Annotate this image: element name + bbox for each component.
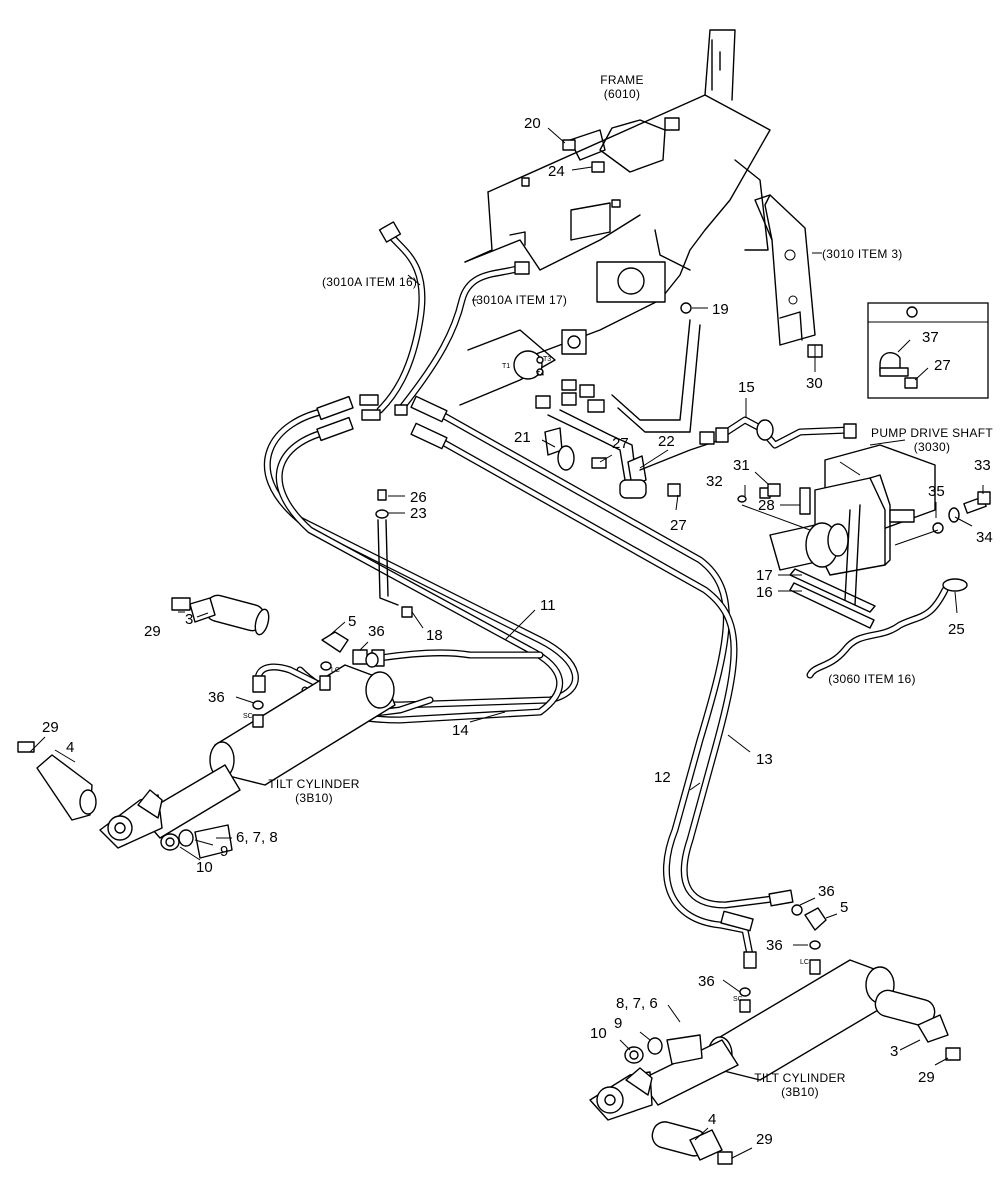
tilt-cylinder-left-code-label: (3B10) bbox=[295, 791, 333, 805]
callout-29-d: 29 bbox=[756, 1131, 773, 1148]
callout-31: 31 bbox=[733, 457, 750, 474]
port-t4-label: T4 bbox=[536, 371, 544, 378]
inset-clamp-detail bbox=[867, 302, 989, 399]
callout-35: 35 bbox=[928, 483, 945, 500]
valve-port-fittings bbox=[513, 302, 708, 481]
callout-3-a: 3 bbox=[185, 611, 193, 628]
callout-26: 26 bbox=[410, 489, 427, 506]
callout-19: 19 bbox=[712, 301, 729, 318]
callout-36-e: 36 bbox=[698, 973, 715, 990]
callout-29-a: 29 bbox=[144, 623, 161, 640]
callout-3-b: 3 bbox=[890, 1043, 898, 1060]
callout-23: 23 bbox=[410, 505, 427, 522]
callout-5-b: 5 bbox=[840, 899, 848, 916]
frame-code-label: (6010) bbox=[604, 87, 641, 101]
callout-6-7-8-a: 6, 7, 8 bbox=[236, 829, 278, 846]
callout-32: 32 bbox=[706, 473, 723, 490]
callout-24: 24 bbox=[548, 163, 565, 180]
callout-9-b: 9 bbox=[614, 1015, 622, 1032]
port-t1-label: T1 bbox=[502, 363, 510, 370]
callout-27-b: 27 bbox=[670, 517, 687, 534]
port-t3-label: T3 bbox=[543, 356, 551, 363]
callout-8-7-6-b: 8, 7, 6 bbox=[616, 995, 658, 1012]
ref-3010a-item-16-label: (3010A ITEM 16) bbox=[322, 275, 417, 289]
callout-4-a: 4 bbox=[66, 739, 74, 756]
callout-27-inset: 27 bbox=[934, 357, 951, 374]
callout-4-b: 4 bbox=[708, 1111, 716, 1128]
callout-13: 13 bbox=[756, 751, 773, 768]
hose-clamps bbox=[375, 427, 721, 618]
callout-11: 11 bbox=[540, 597, 556, 614]
callout-29-c: 29 bbox=[918, 1069, 935, 1086]
callout-14: 14 bbox=[452, 722, 469, 739]
port-lc-right-label: LC bbox=[800, 959, 809, 966]
callout-37: 37 bbox=[922, 329, 939, 346]
pump-assembly bbox=[737, 439, 987, 679]
callout-5-a: 5 bbox=[348, 613, 356, 630]
pump-supply-line-15 bbox=[715, 416, 857, 449]
callout-34: 34 bbox=[976, 529, 993, 546]
callout-17: 17 bbox=[756, 567, 773, 584]
callout-36-b: 36 bbox=[208, 689, 225, 706]
callout-leaders bbox=[29, 127, 984, 1159]
callout-29-b: 29 bbox=[42, 719, 59, 736]
callout-36-d: 36 bbox=[766, 937, 783, 954]
callout-28: 28 bbox=[758, 497, 775, 514]
ref-3060-item-16-label: (3060 ITEM 16) bbox=[828, 672, 916, 686]
left-tilt-cylinder bbox=[17, 594, 396, 859]
callout-15: 15 bbox=[738, 379, 755, 396]
callout-30: 30 bbox=[806, 375, 823, 392]
right-tilt-cylinder bbox=[589, 904, 961, 1165]
ref-3010-item-3-label: (3010 ITEM 3) bbox=[822, 247, 903, 261]
callout-27-a: 27 bbox=[612, 435, 629, 452]
port-sc-right-label: SC bbox=[733, 996, 743, 1003]
bracket-3010-item-3 bbox=[754, 194, 822, 346]
callout-33: 33 bbox=[974, 457, 991, 474]
callout-20: 20 bbox=[524, 115, 541, 132]
callout-10-b: 10 bbox=[590, 1025, 607, 1042]
pump-drive-shaft-code-label: (3030) bbox=[914, 440, 951, 454]
pump-drive-shaft-label: PUMP DRIVE SHAFT bbox=[871, 426, 993, 440]
ref-3010a-item-17-label: (3010A ITEM 17) bbox=[472, 293, 567, 307]
tilt-cylinder-right-code-label: (3B10) bbox=[781, 1085, 819, 1099]
callout-10-a: 10 bbox=[196, 859, 213, 876]
frame-label: FRAME bbox=[600, 73, 644, 87]
callout-36-a: 36 bbox=[368, 623, 385, 640]
callout-numbers: 20 24 19 30 37 27 15 21 27 22 27 31 32 2… bbox=[42, 115, 993, 1148]
callout-22: 22 bbox=[658, 433, 675, 450]
tilt-cylinder-right-label: TILT CYLINDER bbox=[754, 1071, 846, 1085]
upper-hoses-3010a bbox=[376, 221, 530, 414]
callout-18: 18 bbox=[426, 627, 443, 644]
callout-16: 16 bbox=[756, 584, 773, 601]
callout-36-c: 36 bbox=[818, 883, 835, 900]
callout-9-a: 9 bbox=[220, 843, 228, 860]
callout-12: 12 bbox=[654, 769, 671, 786]
port-sc-left-label: SC bbox=[243, 713, 253, 720]
port-lc-left-label: LC bbox=[331, 667, 340, 674]
tilt-cylinder-left-label: TILT CYLINDER bbox=[268, 777, 360, 791]
callout-21: 21 bbox=[514, 429, 531, 446]
frame-assembly bbox=[459, 29, 771, 406]
callout-25: 25 bbox=[948, 621, 965, 638]
